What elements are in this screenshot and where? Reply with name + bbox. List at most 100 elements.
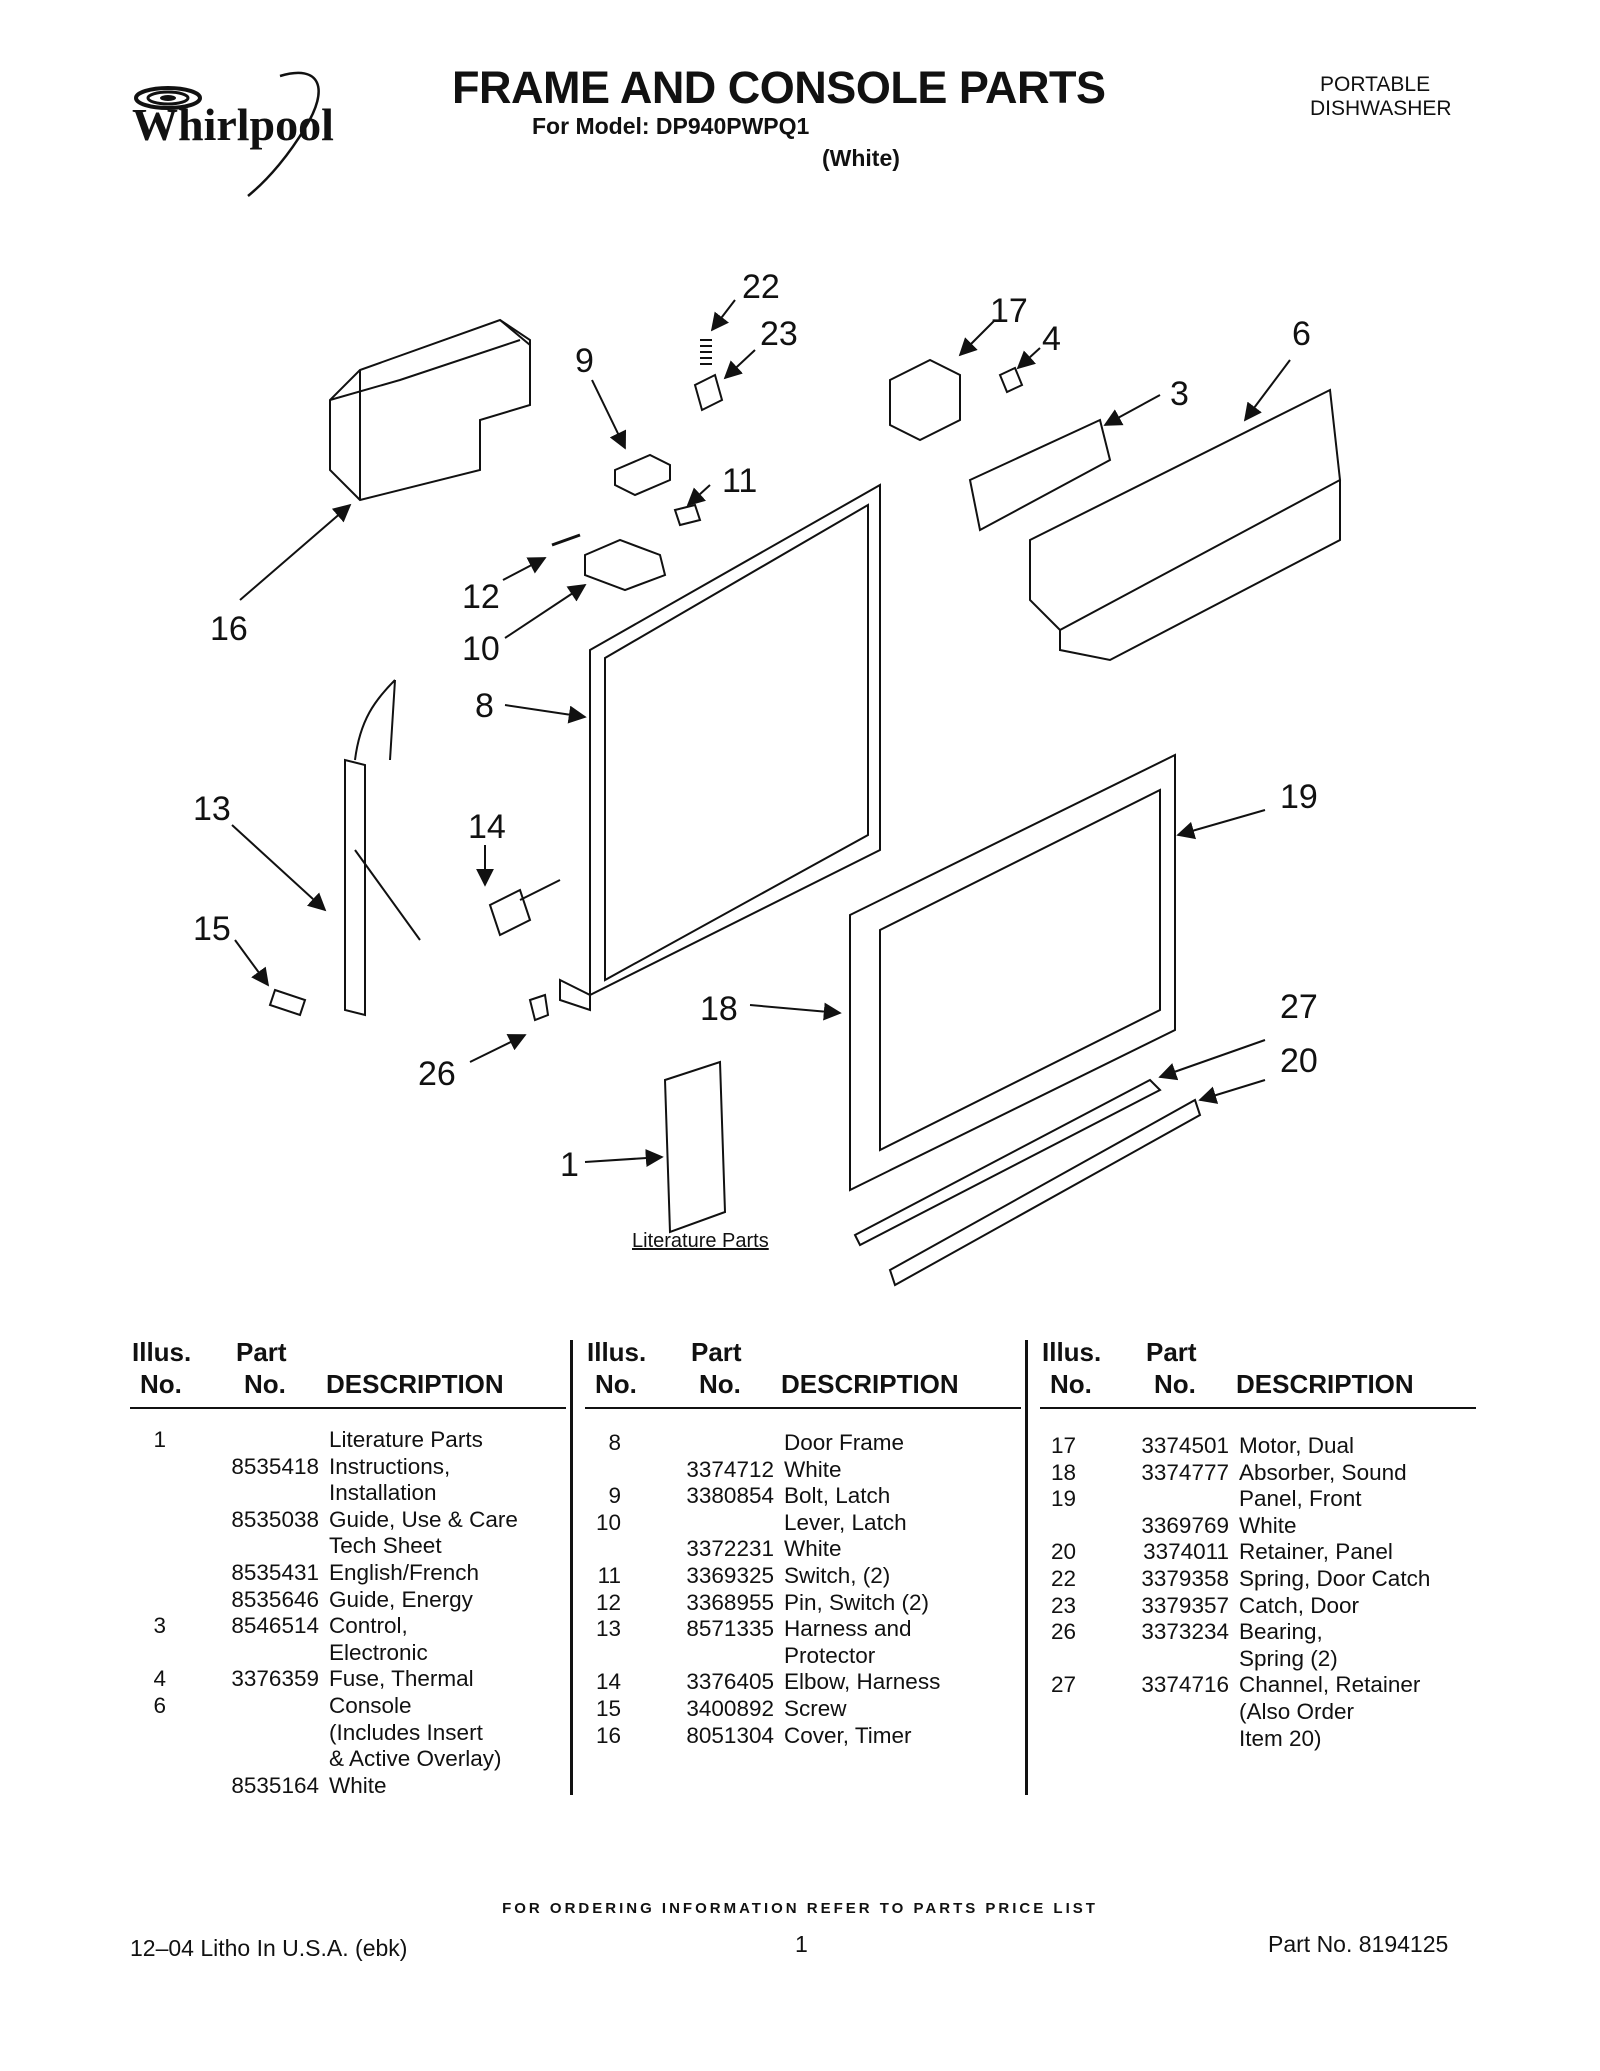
header-illus: Illus. (1042, 1337, 1102, 1367)
callout-label: 14 (468, 808, 506, 846)
parts-row-illus-no: 19 (1050, 1486, 1076, 1512)
parts-row-description: White (784, 1456, 842, 1482)
parts-row-illus-no: 11 (597, 1563, 621, 1588)
parts-row-part-no: 3379357 (1141, 1592, 1229, 1618)
exploded-parts-diagram: 22 17 23 4 6 9 3 11 12 16 10 8 13 14 19 … (193, 268, 1342, 1287)
parts-row-illus-no: 16 (595, 1722, 621, 1748)
parts-row-illus-no: 26 (1050, 1619, 1076, 1645)
header-description: DESCRIPTION (326, 1369, 504, 1399)
logo-wordmark: Whirlpool (132, 99, 334, 150)
header-illus-no: No. (1050, 1369, 1092, 1399)
electronic-control-part (968, 418, 1112, 532)
parts-row-part-no: 8535038 (231, 1506, 319, 1532)
callout-label: 22 (742, 268, 780, 306)
header-illus: Illus. (587, 1337, 647, 1367)
parts-row-illus-no: 6 (153, 1693, 166, 1718)
callout-label: 17 (990, 292, 1028, 330)
parts-row-part-no: 8535431 (231, 1560, 319, 1585)
parts-row-description: Door Frame (784, 1430, 905, 1455)
parts-row-description: English/French (329, 1560, 480, 1585)
door-catch-part (693, 373, 724, 412)
parts-row-part-no: 3376359 (231, 1666, 319, 1692)
parts-row-part-no: 3372231 (686, 1536, 774, 1562)
latch-lever-part (584, 538, 667, 592)
callout-label: 12 (462, 578, 500, 616)
document-part-number: Part No. 8194125 (1268, 1931, 1449, 1957)
parts-row-description: Elbow, Harness (784, 1669, 941, 1695)
parts-row-description: Guide, Use & Care (329, 1506, 518, 1532)
parts-row-description: Console (329, 1693, 412, 1718)
parts-row-illus-no: 23 (1050, 1592, 1076, 1618)
bearing-spring-part (528, 993, 550, 1022)
parts-row-part-no: 3374777 (1141, 1459, 1229, 1485)
diagram-parts-drawing (268, 318, 1342, 1287)
parts-row-part-no: 3369325 (686, 1563, 774, 1588)
parts-row-illus-no: 10 (595, 1509, 621, 1535)
sound-absorber-part (879, 788, 1161, 1152)
callout-label: 1 (560, 1146, 579, 1184)
parts-row-illus-no: 18 (1050, 1459, 1076, 1485)
header-description: DESCRIPTION (1236, 1369, 1414, 1399)
callout-label: 11 (722, 462, 757, 500)
parts-row-description: White (329, 1772, 387, 1798)
parts-row-illus-no: 13 (595, 1616, 621, 1642)
header-illus-no: No. (140, 1369, 182, 1399)
parts-row-part-no: 8571335 (686, 1616, 774, 1642)
parts-row-part-no: 3400892 (686, 1696, 774, 1721)
litho-note: 12–04 Litho In U.S.A. (ebk) (130, 1935, 408, 1961)
parts-row-description: Control, (329, 1613, 408, 1639)
parts-row-part-no: 3373234 (1141, 1619, 1229, 1645)
parts-row-description: Tech Sheet (329, 1533, 442, 1559)
parts-row-part-no: 8546514 (231, 1613, 319, 1639)
model-number: For Model: DP940PWPQ1 (532, 113, 810, 139)
header-part: Part (691, 1337, 742, 1367)
parts-row-illus-no: 27 (1050, 1672, 1076, 1698)
parts-row-part-no: 8535646 (231, 1586, 319, 1612)
parts-row-part-no: 3374501 (1141, 1433, 1229, 1458)
parts-row-illus-no: 3 (153, 1613, 166, 1639)
table-header: Illus. No. Part No. DESCRIPTION (1040, 1337, 1476, 1409)
parts-row-description: Screw (784, 1696, 847, 1721)
switch-part (673, 503, 702, 527)
parts-row-part-no: 3376405 (686, 1669, 774, 1695)
header-part-no: No. (244, 1369, 286, 1399)
parts-row-part-no: 3379358 (1141, 1566, 1229, 1591)
callout-label: 8 (475, 687, 494, 725)
parts-row-description: Guide, Energy (329, 1586, 473, 1612)
parts-row-description: Literature Parts (329, 1427, 483, 1452)
parts-row-part-no: 8051304 (686, 1722, 774, 1748)
parts-row-illus-no: 17 (1050, 1433, 1076, 1458)
parts-row-part-no: 8535418 (231, 1453, 319, 1479)
parts-row-part-no: 3374011 (1143, 1539, 1229, 1565)
parts-row-description: Spring, Door Catch (1239, 1566, 1431, 1591)
timer-cover-part (329, 318, 531, 502)
parts-row-description: Panel, Front (1239, 1486, 1362, 1512)
parts-row-part-no: 3368955 (686, 1589, 774, 1615)
product-category-line1: PORTABLE (1320, 73, 1431, 96)
callout-label: 19 (1280, 778, 1318, 816)
parts-row-illus-no: 20 (1050, 1539, 1076, 1565)
callout-label: 13 (193, 790, 231, 828)
callout-label: 6 (1292, 315, 1311, 353)
harness-elbow-part (488, 879, 561, 937)
whirlpool-logo: Whirlpool (130, 68, 390, 208)
parts-row-part-no: 3374716 (1141, 1672, 1229, 1698)
header-illus: Illus. (132, 1337, 192, 1367)
page-number: 1 (795, 1931, 808, 1957)
parts-row-description: Electronic (329, 1639, 428, 1665)
table-header: Illus. No. Part No. DESCRIPTION (130, 1337, 566, 1409)
callout-label: 10 (462, 630, 500, 668)
parts-row-description: White (784, 1536, 842, 1562)
parts-row-description: Instructions, (329, 1453, 451, 1479)
literature-parts-label: Literature Parts (632, 1230, 769, 1252)
header-description: DESCRIPTION (781, 1369, 959, 1399)
latch-bolt-part (614, 453, 671, 497)
wire-harness-part (354, 679, 421, 941)
parts-row-description: Catch, Door (1239, 1592, 1360, 1618)
header-part: Part (1146, 1337, 1197, 1367)
parts-column-3: Illus. No. Part No. DESCRIPTION 17 337450… (1040, 1337, 1476, 1797)
header-part: Part (236, 1337, 287, 1367)
door-frame-part (559, 483, 881, 1012)
parts-row-part-no: 8535164 (231, 1772, 319, 1798)
